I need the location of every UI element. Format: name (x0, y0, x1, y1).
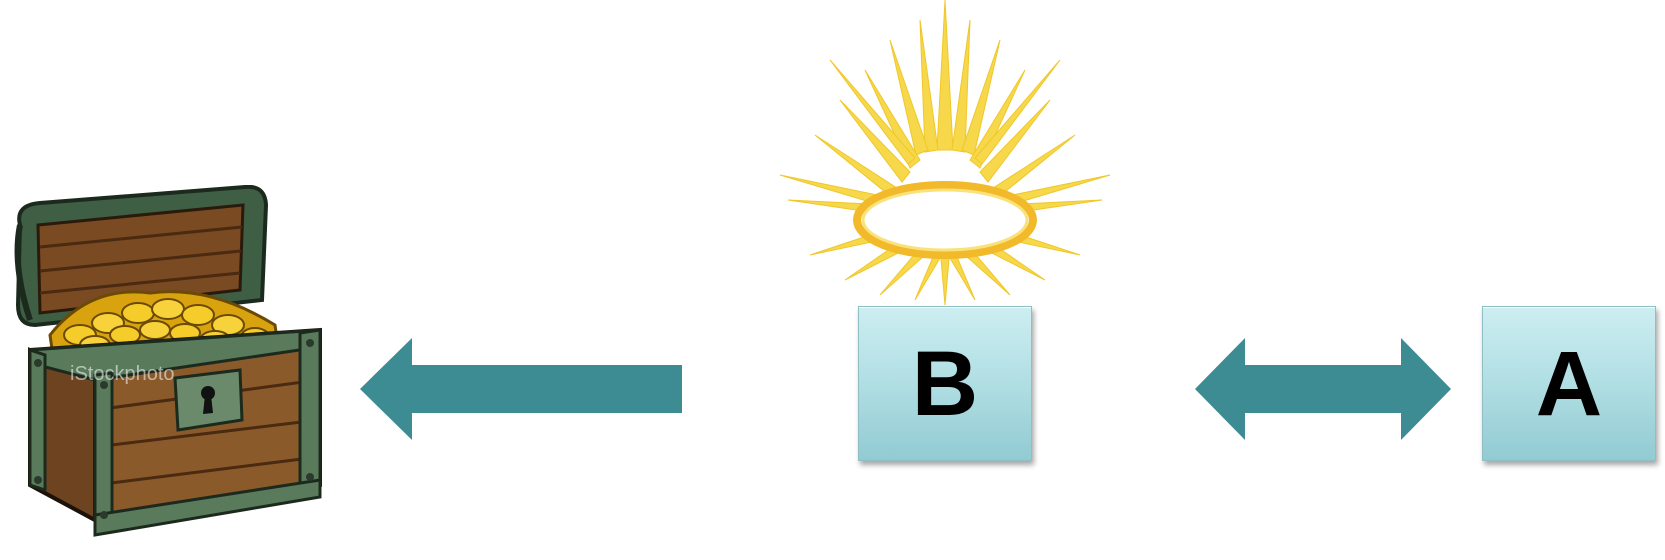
watermark-text: iStockphoto (70, 363, 175, 385)
box-b-label: B (912, 338, 978, 430)
halo-rays (780, 0, 1110, 305)
box-b: B (858, 306, 1032, 461)
left-arrow-icon (360, 338, 685, 440)
box-a-label: A (1536, 338, 1602, 430)
halo-icon (770, 0, 1120, 305)
treasure-chest-icon: iStockphoto (0, 185, 330, 560)
halo-ring (857, 185, 1033, 255)
double-arrow-icon (1195, 338, 1451, 440)
chest-body (30, 330, 320, 535)
box-a: A (1482, 306, 1656, 461)
